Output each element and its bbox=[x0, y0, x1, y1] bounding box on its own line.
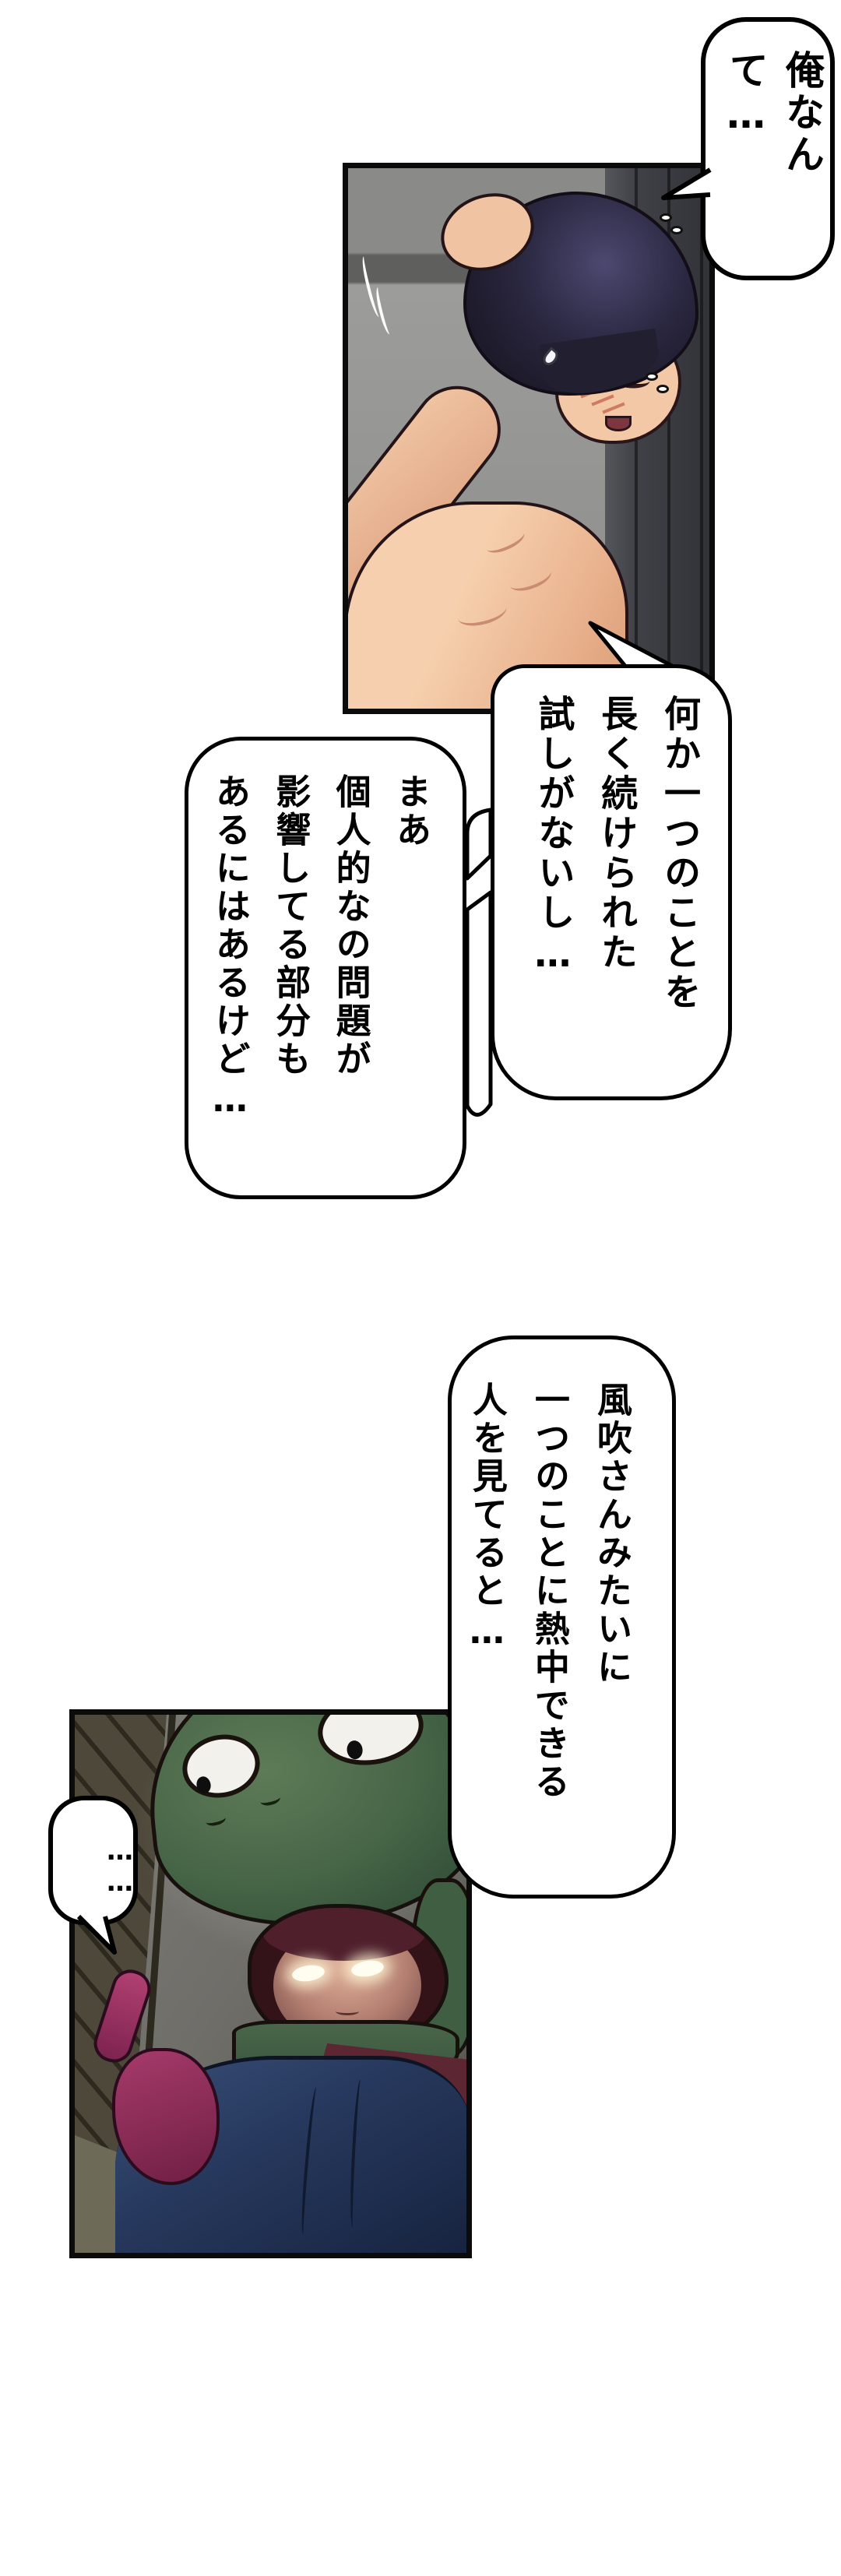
bubble-2-line: 試しがないし… bbox=[531, 695, 575, 979]
open-mouth bbox=[605, 416, 632, 431]
speech-bubble-3: まあ 個人的なの問題が 影響してる部分も あるにはあるけど… bbox=[185, 737, 466, 1199]
sigh-marks bbox=[646, 372, 658, 381]
mouth-line bbox=[336, 2008, 359, 2015]
bubble-2-tail bbox=[588, 621, 687, 675]
hood-right-pupil bbox=[346, 1739, 364, 1761]
bubble-4-line: 一つのことに熱中できる bbox=[528, 1381, 570, 1801]
bubble-2-line: 何か一つのことを bbox=[657, 695, 700, 1012]
bubble-2-line: 長く続けられた bbox=[594, 695, 638, 973]
speech-bubble-1: 俺なんて… bbox=[701, 17, 835, 280]
bubble-4-line: 風吹さんみたいに bbox=[591, 1381, 632, 1687]
sigh-marks bbox=[670, 226, 683, 234]
speech-bubble-2: 何か一つのことを 長く続けられた 試しがないし… bbox=[491, 664, 732, 1100]
bubble-2-text: 何か一つのことを 長く続けられた 試しがないし… bbox=[521, 695, 709, 1012]
bubble-4-text: 風吹さんみたいに 一つのことに熱中できる 人を見てると… bbox=[456, 1381, 642, 1801]
speech-bubble-4: 風吹さんみたいに 一つのことに熱中できる 人を見てると… bbox=[448, 1336, 676, 1899]
bubble-3-line: 個人的なの問題が bbox=[329, 773, 371, 1079]
bubble-overlap-decoration bbox=[465, 808, 493, 1117]
panel-dino-hood-person bbox=[69, 1709, 472, 2258]
bubble-1-tail bbox=[661, 167, 712, 200]
hood-left-pupil bbox=[195, 1775, 213, 1795]
sigh-marks bbox=[660, 213, 672, 222]
glove-hand bbox=[112, 2048, 220, 2185]
bubble-5-text: …… bbox=[53, 1821, 135, 1913]
sigh-marks bbox=[656, 385, 669, 393]
speech-bubble-ellipsis: …… bbox=[48, 1796, 138, 1925]
bubble-1-line: 俺なんて… bbox=[723, 50, 825, 176]
bubble-3-line: 影響してる部分も bbox=[269, 773, 311, 1079]
bubble-3-line: あるにはあるけど… bbox=[209, 773, 251, 1123]
bubble-4-line: 人を見てると… bbox=[466, 1381, 508, 1655]
maroon-hair bbox=[262, 1908, 426, 1961]
bubble-3-line: まあ bbox=[390, 773, 431, 850]
panel-man-scratching-head bbox=[343, 163, 715, 714]
bubble-1-text: 俺なんて… bbox=[706, 50, 830, 263]
bubble-5-line: …… bbox=[104, 1835, 135, 1898]
bubble-3-text: まあ 個人的なの問題が 影響してる部分も あるにはあるけど… bbox=[199, 773, 441, 1123]
bubble-5-tail bbox=[76, 1914, 117, 1955]
